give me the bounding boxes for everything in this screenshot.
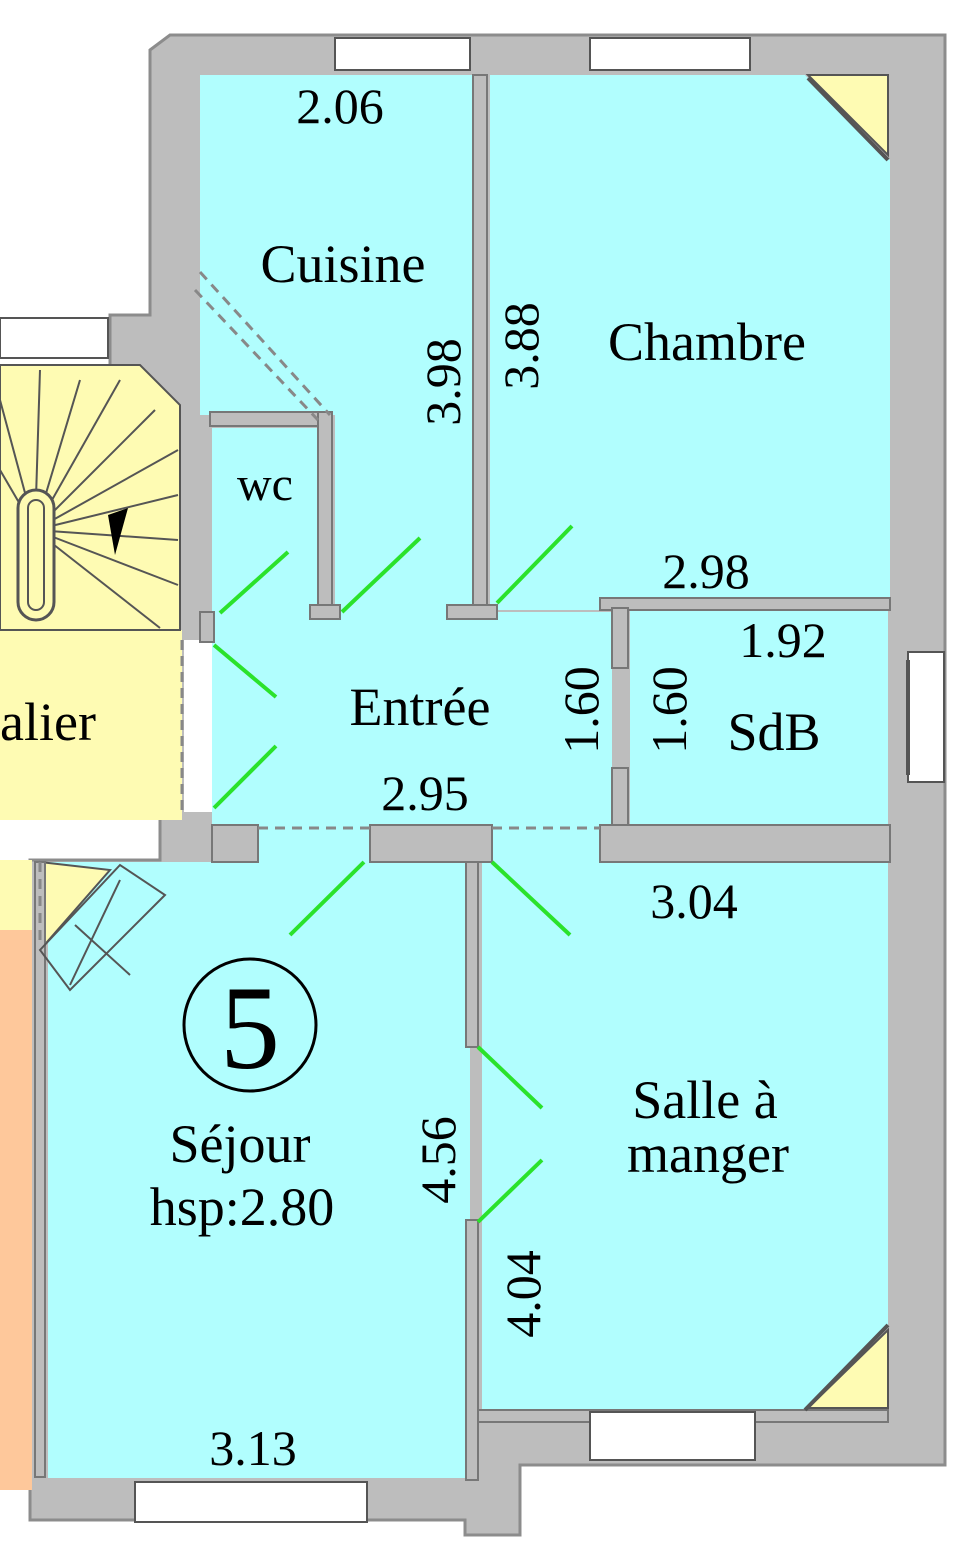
room-salle bbox=[482, 862, 888, 1410]
label-entree: Entrée bbox=[350, 677, 491, 737]
neighbor-unit bbox=[0, 930, 32, 1490]
neighbor-corner bbox=[0, 860, 32, 930]
closet-top-right bbox=[805, 74, 889, 158]
dim-salle-width: 3.04 bbox=[650, 873, 738, 929]
door-swings bbox=[212, 524, 574, 1224]
stair-newel bbox=[16, 488, 56, 622]
dashed-guides bbox=[38, 270, 600, 940]
room-sejour bbox=[48, 862, 470, 1478]
entry-threshold bbox=[184, 640, 214, 812]
dim-salle-length: 4.04 bbox=[495, 1250, 551, 1338]
dim-sejour-length: 4.56 bbox=[410, 1116, 466, 1204]
room-wc bbox=[212, 428, 320, 618]
label-cuisine: Cuisine bbox=[260, 234, 425, 294]
room-sdb bbox=[630, 610, 888, 825]
dim-cuisine-width: 2.06 bbox=[296, 78, 384, 134]
room-chambre bbox=[490, 75, 890, 610]
stair-newel-inner bbox=[27, 499, 45, 611]
dim-entree-depth: 1.60 bbox=[553, 666, 609, 754]
label-sejour-height: hsp:2.80 bbox=[150, 1177, 335, 1237]
closet-door-lines bbox=[803, 76, 890, 1412]
label-wc: wc bbox=[237, 458, 293, 511]
unit-number: 5 bbox=[220, 961, 280, 1094]
label-chambre: Chambre bbox=[608, 312, 806, 372]
room-cuisine bbox=[200, 75, 472, 415]
room-entree-upper bbox=[335, 415, 480, 615]
label-salle-line1: Salle à bbox=[632, 1070, 777, 1130]
palier-area bbox=[0, 630, 182, 820]
label-sejour: Séjour bbox=[170, 1114, 311, 1174]
dim-entree-width: 2.95 bbox=[381, 765, 469, 821]
closet-hatch bbox=[38, 863, 167, 992]
passage-entree-sejour bbox=[258, 825, 370, 865]
dim-sejour-width: 3.13 bbox=[209, 1420, 297, 1476]
windows bbox=[0, 37, 945, 1523]
stair-treads bbox=[0, 369, 179, 629]
dim-chambre-length: 3.88 bbox=[493, 302, 549, 390]
internal-walls bbox=[34, 74, 891, 1481]
passage-entree-salle bbox=[492, 825, 600, 865]
dim-cuisine-length: 3.98 bbox=[415, 338, 471, 426]
room-entree bbox=[212, 612, 612, 825]
dim-sdb-depth: 1.60 bbox=[641, 666, 697, 754]
unit-number-circle bbox=[182, 957, 318, 1093]
label-salle-line2: manger bbox=[627, 1124, 789, 1184]
dim-sdb-width: 1.92 bbox=[739, 612, 827, 668]
label-sdb: SdB bbox=[727, 702, 820, 762]
dim-chambre-width: 2.98 bbox=[662, 543, 750, 599]
label-palier: alier bbox=[0, 692, 96, 752]
stair-direction-arrow bbox=[108, 508, 128, 555]
